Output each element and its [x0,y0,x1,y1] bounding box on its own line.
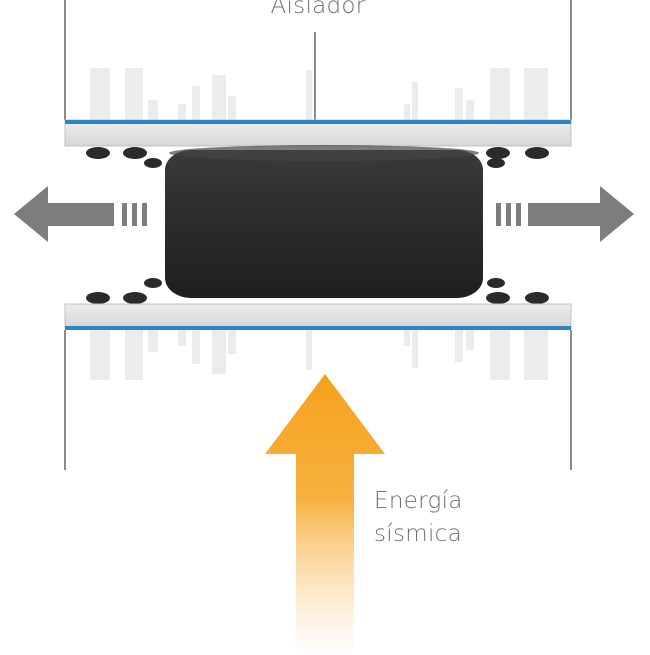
energy-label-line1: Energía [374,488,463,514]
lower-structure [64,330,572,470]
top-plate [64,119,572,147]
arrow-right-icon [496,186,634,242]
rubber-bearing [165,145,483,298]
bottom-plate-stripe [65,326,571,330]
lower-ghost-buildings [90,330,548,380]
upper-ghost-buildings [90,68,548,120]
energy-label-line2: sísmica [374,521,462,548]
isolator-label: Aislador [270,0,366,19]
top-plate-stripe [65,120,571,124]
seismic-energy-label: Energía sísmica [374,485,463,552]
bottom-plate [64,303,572,330]
upper-structure [64,0,572,132]
arrow-up-icon [265,374,385,650]
bolts [86,147,549,304]
arrow-left-icon [14,186,147,242]
